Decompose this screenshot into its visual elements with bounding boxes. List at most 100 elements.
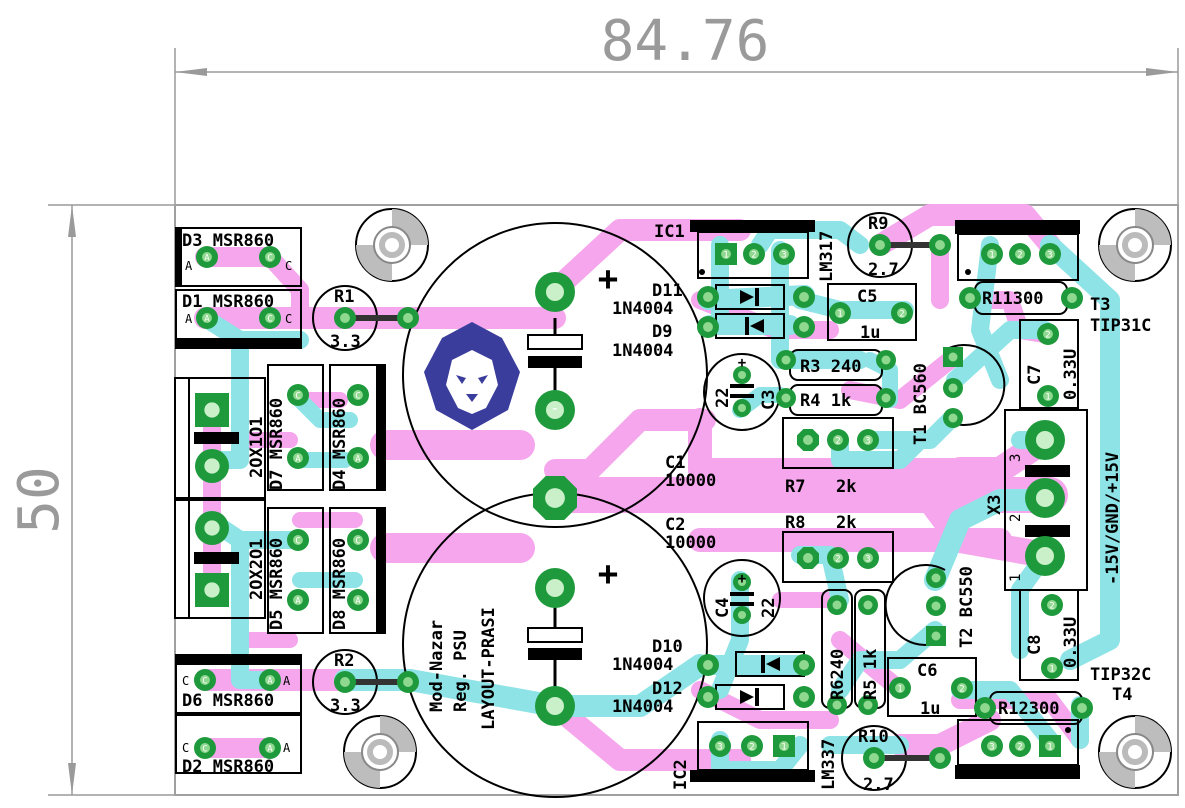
mounting-hole-top-right <box>1098 208 1172 282</box>
label-t3-value: TIP31C <box>1090 316 1151 336</box>
pad-d8-anode: A <box>347 589 369 611</box>
label-d9-ref: D9 <box>652 322 672 342</box>
pad-t2-1 <box>926 568 946 588</box>
label-c2-ref: C2 <box>665 515 685 535</box>
pad-r1-1 <box>334 307 356 329</box>
label-x3-pin3: 3 <box>1008 454 1024 462</box>
pad-d5-anode-label: A <box>295 597 301 607</box>
c3-plus-mark: + <box>738 355 746 371</box>
pad-d4-anode: A <box>347 447 369 469</box>
pad-r4-2 <box>876 388 896 408</box>
pad-t3-1-label: 1 <box>989 251 994 261</box>
pad-d8-anode-label: A <box>355 597 361 607</box>
pad-c3-plus <box>733 366 751 384</box>
board-text-line-1: Mod-Nazar <box>427 620 447 712</box>
pad-ic2-3-label: 3 <box>717 743 722 753</box>
ic2-footprint <box>690 721 815 782</box>
label-x3-ref: X3 <box>985 495 1005 515</box>
label-c4-ref: C4 <box>713 598 733 618</box>
pad-r9-1 <box>869 234 891 256</box>
pad-ic1-2: 2 <box>743 243 765 265</box>
pad-d6-cathode: C <box>194 669 216 691</box>
pad-ic1-3-label: 3 <box>781 251 786 261</box>
pad-c4-plus <box>733 573 751 591</box>
label-d11-ref: D11 <box>652 281 683 301</box>
pad-c7-1: 1 <box>1037 385 1059 407</box>
diode-d4-footprint <box>329 364 386 491</box>
pad-d12-2 <box>793 686 815 708</box>
label-t3-ref: T3 <box>1090 295 1110 315</box>
pad-c8-1-label: 1 <box>1049 665 1054 675</box>
label-r2-ref: R2 <box>334 651 354 671</box>
pad-r1-2 <box>397 307 419 329</box>
diode-d2-footprint <box>175 714 302 774</box>
pad-r7-2-label: 2 <box>835 437 840 447</box>
label-r7-value: 2k <box>836 477 856 497</box>
pad-r3-2 <box>876 350 896 370</box>
label-r8-ref: R8 <box>785 513 805 533</box>
pad-c1-plus <box>535 272 575 312</box>
label-d1: D1 MSR860 <box>182 292 274 312</box>
pad-d1-anode: A <box>196 307 218 329</box>
pad-d10-1 <box>697 654 719 676</box>
label-r4: R4 1k <box>800 391 851 411</box>
diode-d1-footprint <box>175 289 302 349</box>
pad-c2-plus <box>535 568 575 608</box>
trimmer-r8-footprint <box>782 531 894 583</box>
pad-t4-3-label: 3 <box>989 743 994 753</box>
lion-head-icon <box>424 322 520 430</box>
pad-r8-2-label: 2 <box>835 555 840 565</box>
pad-c6-1: 1 <box>889 677 911 699</box>
pad-c1-minus-label: - <box>550 399 560 418</box>
pad-d4-anode-label: A <box>355 455 361 465</box>
pad-d9-1 <box>697 316 719 338</box>
pad-d1-cathode: C <box>259 307 281 329</box>
pad-gnd-center <box>533 476 577 520</box>
pad-r7-3-label: 3 <box>865 437 870 447</box>
label-ic2-ref: IC2 <box>671 759 691 790</box>
pad-x2-2 <box>195 573 229 607</box>
polarity-marks: + + + + <box>598 259 746 594</box>
label-x3-pin1: 1 <box>1008 574 1024 582</box>
pad-x1-1 <box>195 393 229 427</box>
pad-d5-anode: A <box>287 589 309 611</box>
label-d6: D6 MSR860 <box>182 691 274 711</box>
pad-d6-anode-label: A <box>267 677 273 687</box>
pad-c6-2: 2 <box>951 677 973 699</box>
pad-r7-2: 2 <box>827 429 849 451</box>
pad-ic2-1: 1 <box>773 735 795 757</box>
pad-d5-cathode-label: C <box>295 537 300 547</box>
width-dimension-label: 84.76 <box>601 9 770 74</box>
pad-r9-2 <box>929 234 951 256</box>
c4-plus-mark: + <box>738 571 746 587</box>
label-ic1-ref: IC1 <box>654 222 685 242</box>
label-r9-ref: R9 <box>868 214 888 234</box>
top-copper-traces <box>194 204 1089 771</box>
label-c8-ref: C8 <box>1025 635 1045 655</box>
label-r2-value: 3.3 <box>330 696 361 716</box>
d3-pin-a-letter: A <box>185 259 193 273</box>
d2-pin-c-letter: C <box>182 741 189 755</box>
pad-d12-1 <box>697 686 719 708</box>
pad-t1-3 <box>943 408 963 428</box>
label-c2-value: 10000 <box>665 533 716 553</box>
pad-t3-2-label: 2 <box>1017 251 1022 261</box>
pad-c1-minus: - <box>535 390 575 430</box>
pad-x3-2 <box>1025 478 1065 518</box>
pad-r3-1 <box>776 350 796 370</box>
pad-ic1-2-label: 2 <box>751 251 756 261</box>
pad-r10-2 <box>929 747 951 769</box>
label-x3-voltage: -15V/GND/+15V <box>1103 452 1123 585</box>
diode-d7-footprint <box>267 364 324 491</box>
pad-r6-1 <box>827 595 847 615</box>
pad-c6-2-label: 2 <box>959 685 964 695</box>
pad-t3-3: 3 <box>1039 243 1061 265</box>
d1-pin-a-letter: A <box>185 312 193 326</box>
pad-d2-cathode-label: C <box>202 745 207 755</box>
pad-r11-1 <box>959 287 981 309</box>
diode-d5-footprint <box>267 507 324 634</box>
pad-d7-cathode-label: C <box>295 392 300 402</box>
mounting-hole-bottom-left <box>343 715 417 789</box>
pad-x3-1 <box>1025 536 1065 576</box>
